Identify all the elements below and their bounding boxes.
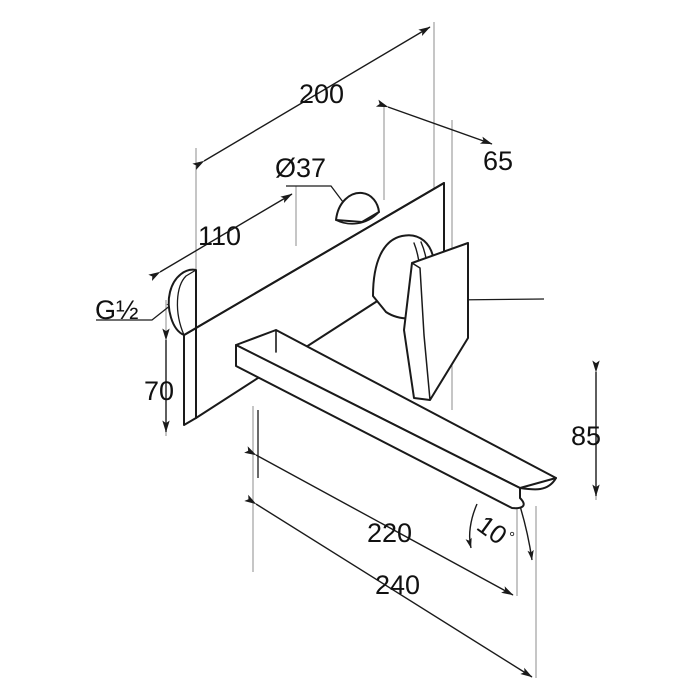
dim-label-200: 200 (299, 79, 344, 109)
faucet-assembly (183, 182, 557, 510)
escutcheon-cap (335, 191, 380, 223)
dim-line-240 (244, 494, 533, 678)
dim-label-65: 65 (483, 146, 513, 176)
inlet-connector-seam (176, 269, 197, 336)
lever-handle-edge (411, 262, 431, 401)
dim-line-65 (375, 99, 493, 145)
angle-dimension-10deg (465, 503, 534, 561)
dim-line-200 (192, 26, 431, 171)
dim-label-240: 240 (375, 570, 420, 600)
escutcheon-cap-base (335, 211, 380, 225)
dim-label-g-half: G½ (95, 295, 139, 325)
dim-label-220: 220 (367, 518, 412, 548)
dim-label-85: 85 (571, 421, 601, 451)
angle-arc-left (465, 503, 478, 549)
inlet-connector (167, 268, 197, 336)
dim-label-70: 70 (144, 376, 174, 406)
angle-arc-right (519, 505, 534, 561)
spout-outlet-end (519, 477, 557, 491)
dimension-lines (148, 26, 600, 678)
dim-label-110: 110 (198, 221, 241, 251)
dim-line-110 (148, 193, 293, 282)
dim-label-dia37: Ø37 (275, 153, 326, 183)
